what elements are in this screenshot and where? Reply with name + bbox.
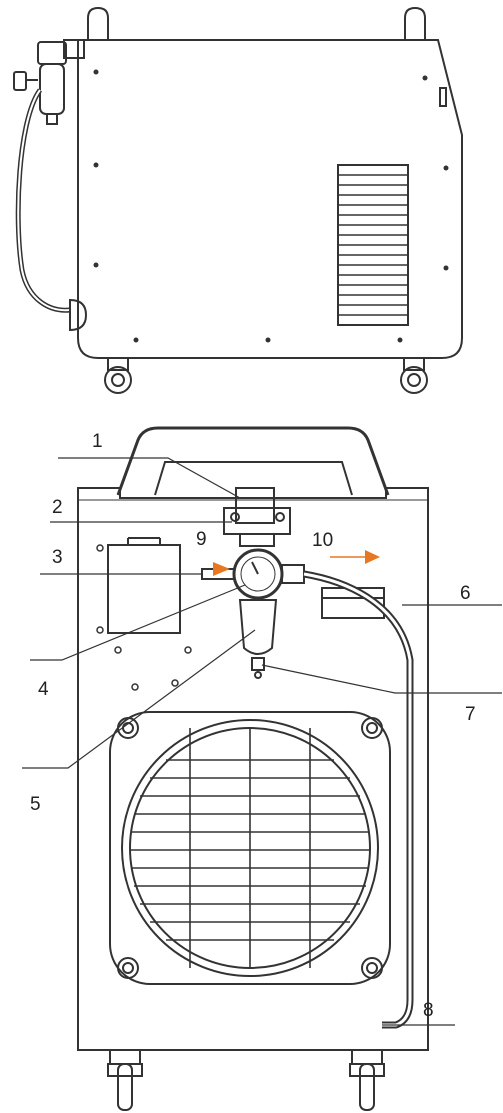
leader-1 — [58, 457, 241, 499]
rear-hose — [303, 570, 414, 1029]
side-wheel-left — [104, 357, 132, 394]
rear-wheel-left — [107, 1049, 143, 1111]
fan-grille-bars — [130, 728, 370, 968]
side-body — [77, 39, 463, 359]
side-vent-slats — [338, 174, 408, 316]
rear-wheel-right — [349, 1049, 385, 1111]
side-wheel-right — [400, 357, 428, 394]
side-rivets — [93, 69, 449, 343]
callout-10: 10 — [312, 530, 334, 551]
side-handle-right — [404, 6, 426, 40]
side-filter-bowl — [39, 63, 65, 115]
callout-4: 4 — [38, 679, 49, 700]
callout-7: 7 — [465, 704, 476, 725]
callout-6: 6 — [460, 583, 471, 604]
leader-7 — [261, 664, 502, 694]
rear-body — [77, 487, 429, 1051]
rear-label-panel — [107, 544, 181, 634]
side-edge-detail — [439, 87, 447, 107]
callout-3: 3 — [52, 547, 63, 568]
callout-9: 9 — [196, 529, 207, 550]
filter-bowl — [238, 599, 278, 655]
side-regulator — [37, 41, 67, 65]
gauge-needle — [251, 561, 259, 575]
leader-lines — [22, 457, 502, 1026]
filter-drain — [251, 657, 265, 671]
rear-view — [77, 426, 429, 1111]
side-regulator-knob — [13, 71, 27, 91]
callout-5: 5 — [30, 794, 41, 815]
outlet-fitting — [281, 564, 305, 584]
leader-5 — [22, 629, 256, 769]
inlet-arrow — [213, 562, 230, 576]
rear-handle — [116, 426, 390, 496]
side-hose-connector — [69, 298, 88, 332]
rear-regulator-mount — [235, 487, 275, 524]
outlet-arrow — [365, 550, 380, 564]
callout-1: 1 — [92, 431, 103, 452]
callout-8: 8 — [423, 1000, 434, 1021]
side-view — [13, 6, 463, 394]
callout-2: 2 — [52, 497, 63, 518]
side-filter-drain — [46, 113, 58, 125]
side-regulator-bracket — [63, 39, 85, 59]
rear-rivets — [96, 544, 192, 691]
side-handle-left — [87, 6, 109, 40]
leader-4 — [30, 584, 246, 661]
